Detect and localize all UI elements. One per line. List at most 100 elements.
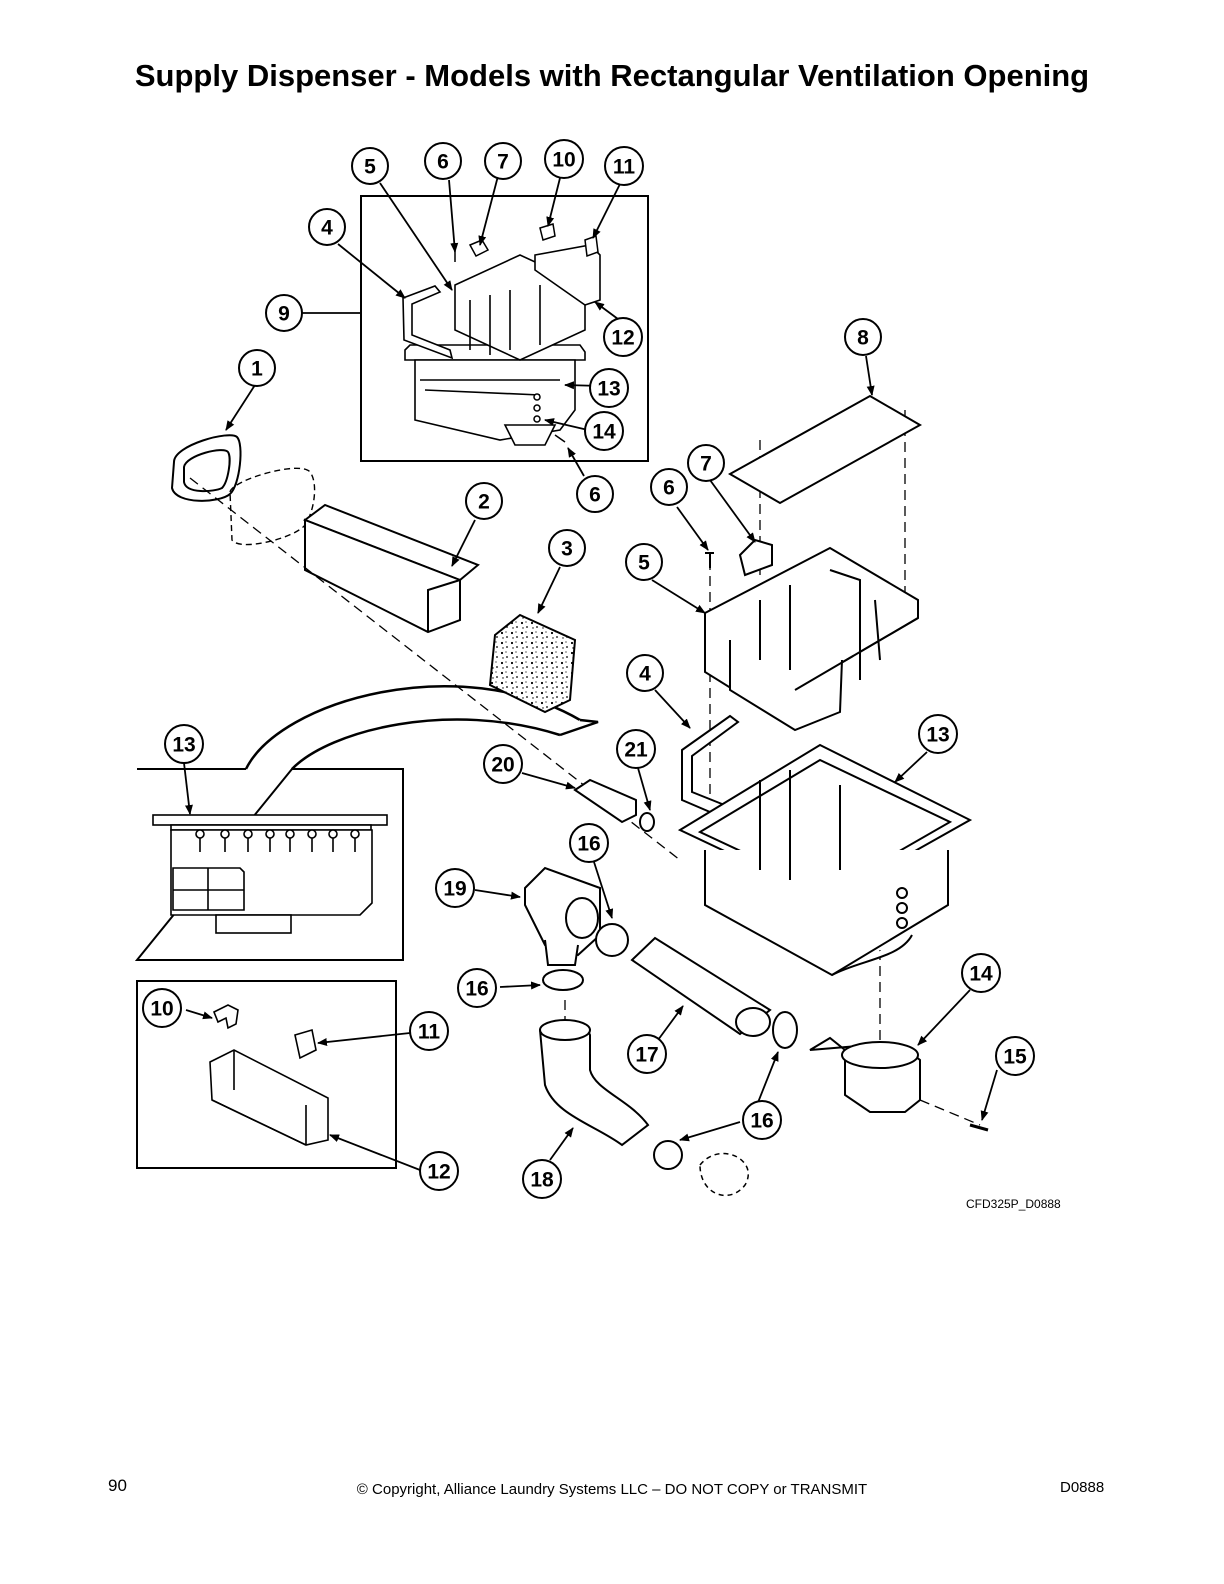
callout-19: 19: [435, 868, 475, 908]
phantom-hose-end: [699, 1152, 749, 1196]
leader-lines: [183, 175, 998, 1171]
callout-6: 6: [424, 142, 462, 180]
tube-part-20: [573, 778, 637, 824]
hose-part-17: [630, 936, 772, 1037]
svg-text:3: 3: [561, 538, 573, 561]
inset-frame-10-11-12: [136, 980, 397, 1169]
svg-text:5: 5: [638, 552, 650, 575]
callout-7: 7: [687, 444, 725, 482]
callout-6: 6: [576, 475, 614, 513]
document-code: D0888: [1060, 1479, 1105, 1496]
callout-14: 14: [584, 411, 624, 451]
cap-part-7: [738, 538, 773, 577]
lid-part-8: [727, 394, 923, 505]
screw-part-6: [705, 552, 714, 568]
svg-text:17: 17: [635, 1044, 658, 1067]
svg-text:7: 7: [700, 453, 712, 476]
ring-part-21: [639, 812, 655, 832]
svg-text:21: 21: [624, 739, 648, 762]
dispenser-insert-part-5: [704, 546, 919, 732]
svg-text:8: 8: [857, 327, 869, 350]
outlet-part-14: [809, 1036, 921, 1113]
callout-12: 12: [603, 317, 643, 357]
drawing-code: CFD325P_D0888: [966, 1197, 1061, 1211]
screw-part-15: [969, 1123, 989, 1132]
svg-text:12: 12: [611, 327, 634, 350]
callout-14: 14: [961, 953, 1001, 993]
gasket-phantom: [229, 467, 316, 546]
callout-17: 17: [627, 1034, 667, 1074]
svg-text:6: 6: [437, 151, 449, 174]
callouts: 5 6 7 10 11 4 9 12 13 14 6 1 8 2 3 7 6 5…: [142, 139, 1035, 1199]
filter-part-3: [488, 613, 577, 714]
svg-text:19: 19: [443, 878, 466, 901]
callout-9: 9: [265, 294, 303, 332]
callout-5: 5: [625, 543, 663, 581]
svg-text:13: 13: [172, 734, 195, 757]
svg-text:11: 11: [613, 156, 636, 179]
svg-text:16: 16: [465, 978, 488, 1001]
duct-part-2: [302, 503, 480, 634]
elbow-part-18: [538, 1019, 650, 1147]
page-title: Supply Dispenser - Models with Rectangul…: [134, 58, 1090, 93]
callout-10: 10: [544, 139, 584, 179]
svg-text:4: 4: [321, 217, 333, 240]
svg-text:14: 14: [592, 421, 616, 444]
callout-16: 16: [569, 823, 609, 863]
callout-15: 15: [995, 1036, 1035, 1076]
svg-text:11: 11: [418, 1021, 441, 1044]
svg-text:13: 13: [926, 724, 949, 747]
inset-frame-9: [360, 195, 649, 462]
inset-dispenser-assembly: [402, 244, 601, 446]
callout-13: 13: [589, 368, 629, 408]
callout-12: 12: [419, 1151, 459, 1191]
svg-text:1: 1: [251, 358, 263, 381]
callout-11: 11: [409, 1011, 449, 1051]
svg-text:12: 12: [427, 1161, 450, 1184]
callout-5: 5: [351, 147, 389, 185]
inset-box-front-view: [152, 814, 388, 934]
callout-13: 13: [164, 724, 204, 764]
callout-20: 20: [483, 744, 523, 784]
callout-13: 13: [918, 714, 958, 754]
svg-text:20: 20: [491, 754, 514, 777]
dispenser-box-part-13: [677, 743, 973, 977]
callout-6: 6: [650, 468, 688, 506]
svg-text:5: 5: [364, 156, 376, 179]
svg-text:2: 2: [478, 491, 490, 514]
svg-text:6: 6: [589, 484, 601, 507]
overflow-tube-part-4: [681, 714, 753, 832]
callout-2: 2: [465, 482, 503, 520]
copyright-notice: © Copyright, Alliance Laundry Systems LL…: [356, 1481, 868, 1498]
svg-text:10: 10: [150, 998, 173, 1021]
svg-text:14: 14: [969, 963, 993, 986]
svg-text:10: 10: [552, 149, 575, 172]
callout-11: 11: [604, 146, 644, 186]
callout-1: 1: [238, 349, 276, 387]
svg-text:4: 4: [639, 663, 651, 686]
svg-text:9: 9: [278, 303, 290, 326]
callout-16: 16: [742, 1100, 782, 1140]
callout-7: 7: [484, 142, 522, 180]
svg-text:6: 6: [663, 477, 675, 500]
svg-text:16: 16: [750, 1110, 773, 1133]
svg-text:7: 7: [497, 151, 509, 174]
callout-10: 10: [142, 988, 182, 1028]
hose-clamps-part-16: [542, 923, 798, 1170]
svg-text:16: 16: [577, 833, 600, 856]
page-number: 90: [108, 1476, 127, 1495]
callout-8: 8: [844, 318, 882, 356]
svg-text:13: 13: [597, 378, 620, 401]
inset-10-11-12-parts: [209, 1004, 329, 1146]
callout-18: 18: [522, 1159, 562, 1199]
svg-text:18: 18: [530, 1169, 554, 1192]
gasket-part-1: [170, 434, 242, 502]
svg-text:15: 15: [1003, 1046, 1027, 1069]
valve-part-19: [524, 866, 601, 966]
callout-16: 16: [457, 968, 497, 1008]
callout-4: 4: [308, 208, 346, 246]
callout-4: 4: [626, 654, 664, 692]
callout-3: 3: [548, 529, 586, 567]
callout-21: 21: [616, 729, 656, 769]
